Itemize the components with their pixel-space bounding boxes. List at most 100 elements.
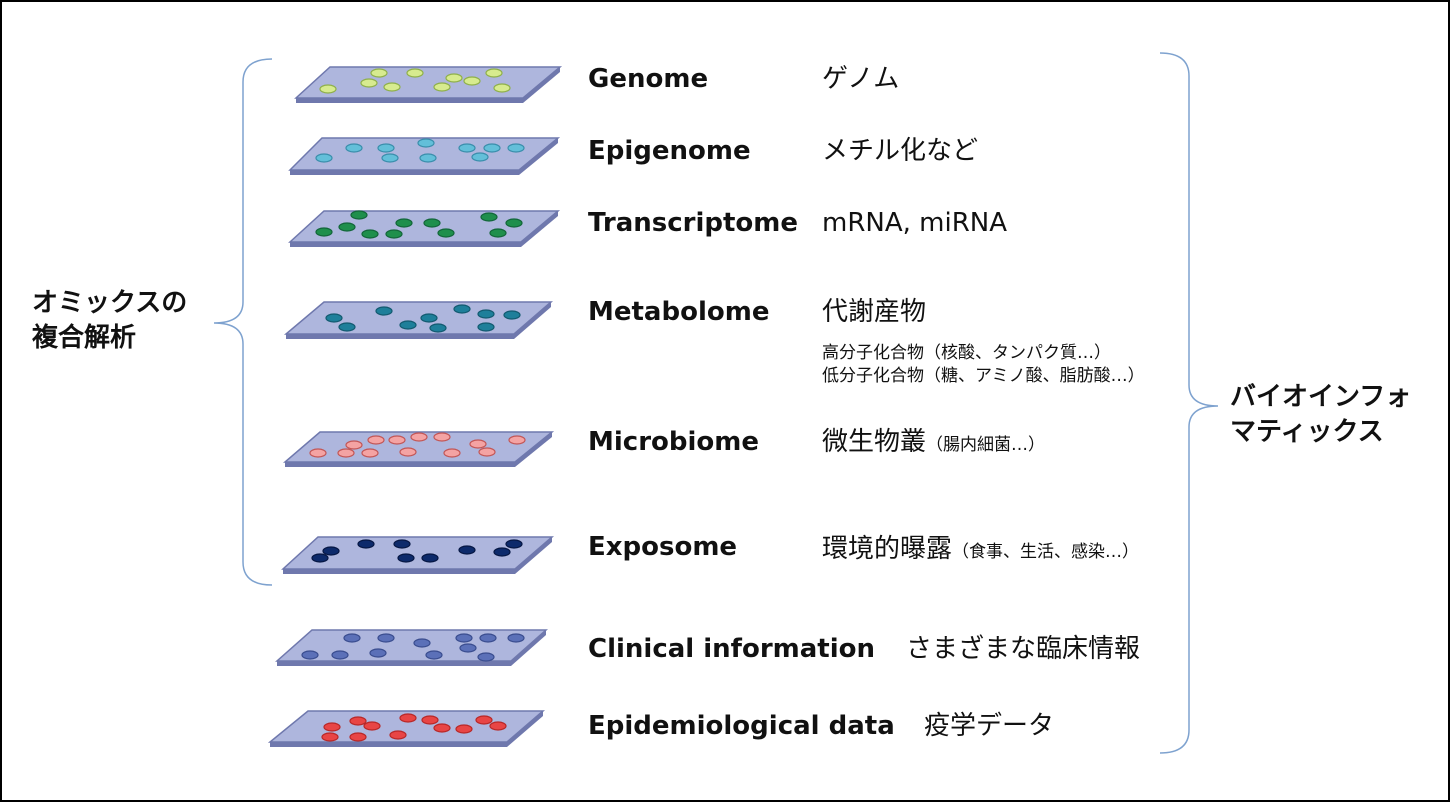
layer-name-epigenome: Epigenome (588, 136, 751, 166)
data-dot (493, 547, 511, 557)
data-dot (425, 650, 443, 660)
right-brace (1159, 52, 1219, 754)
data-dot (475, 715, 493, 725)
layer-desc-genome: ゲノム (822, 64, 900, 94)
data-dot (331, 650, 349, 660)
plate-edge (283, 569, 515, 574)
plate-side (515, 432, 552, 467)
data-dot (338, 222, 356, 232)
data-dot (480, 212, 498, 222)
plate-edge (296, 98, 523, 103)
plate-edge (285, 462, 515, 467)
plate-side (521, 211, 558, 247)
data-dot (350, 210, 368, 220)
data-dot (370, 68, 388, 78)
data-dot (421, 553, 439, 563)
plate-edge (277, 661, 511, 666)
layer-desc-epigenome: メチル化など (822, 136, 979, 166)
data-dot (493, 83, 511, 93)
data-dot (388, 435, 406, 445)
layer-desc-microbiome: 微生物叢（腸内細菌…） (822, 427, 1046, 457)
plate-edge (290, 170, 519, 175)
data-dot (508, 435, 526, 445)
data-dot (479, 633, 497, 643)
metabolome-sub-note-1: 高分子化合物（核酸、タンパク質…） (822, 343, 1111, 363)
plate-side (511, 630, 546, 666)
layer-note-microbiome: （腸内細菌…） (926, 435, 1046, 455)
data-dot (443, 448, 461, 458)
data-dot (393, 539, 411, 549)
data-dot (360, 78, 378, 88)
data-dot (377, 143, 395, 153)
layer-name-transcriptome: Transcriptome (588, 208, 799, 238)
data-dot (381, 153, 399, 163)
data-dot (399, 447, 417, 457)
data-dot (367, 435, 385, 445)
data-dot (410, 432, 428, 442)
plate-side (515, 537, 552, 574)
data-dot (399, 713, 417, 723)
right-label-bioinformatics: バイオインフォ マティックス (1230, 382, 1412, 448)
data-dot (505, 218, 523, 228)
data-dot (417, 138, 435, 148)
metabolome-sub-note-2: 低分子化合物（糖、アミノ酸、脂肪酸…） (822, 365, 1145, 386)
data-dot (301, 650, 319, 660)
layer-note-exposome: （食事、生活、感染…） (952, 542, 1140, 562)
layer-desc-epidemiological: 疫学データ (924, 711, 1055, 741)
data-dot (395, 218, 413, 228)
data-dot (383, 82, 401, 92)
left-brace (213, 58, 273, 586)
data-dot (478, 447, 496, 457)
data-dot (505, 539, 523, 549)
data-dot (458, 143, 476, 153)
data-dot (433, 82, 451, 92)
data-dot (421, 715, 439, 725)
data-dot (325, 313, 343, 323)
data-dot (489, 721, 507, 731)
data-dot (477, 652, 495, 662)
plate-edge (270, 742, 507, 747)
data-dot (315, 227, 333, 237)
data-dot (477, 309, 495, 319)
data-dot (345, 143, 363, 153)
data-dot (433, 723, 451, 733)
data-dot (321, 732, 339, 742)
data-dot (503, 310, 521, 320)
data-dot (385, 229, 403, 239)
data-dot (458, 545, 476, 555)
data-dot (507, 633, 525, 643)
data-dot (477, 322, 495, 332)
layer-desc-exposome: 環境的曝露（食事、生活、感染…） (822, 534, 1140, 564)
plate-side (514, 302, 551, 339)
data-dot (319, 84, 337, 94)
data-dot (469, 439, 487, 449)
data-dot (437, 228, 455, 238)
data-dot (420, 313, 438, 323)
data-dot (507, 143, 525, 153)
data-dot (429, 323, 447, 333)
data-dot (349, 716, 367, 726)
data-dot (413, 638, 431, 648)
data-dot (343, 633, 361, 643)
data-dot (389, 730, 407, 740)
plate-side (519, 138, 558, 175)
data-dot (363, 721, 381, 731)
data-dot (369, 648, 387, 658)
data-dot (423, 218, 441, 228)
plate-side (507, 711, 543, 747)
metabolome-sub-notes: 高分子化合物（核酸、タンパク質…） 低分子化合物（糖、アミノ酸、脂肪酸…） (822, 342, 1145, 388)
plate-exposome (281, 536, 555, 570)
data-dot (463, 76, 481, 86)
data-dot (433, 432, 451, 442)
layer-name-microbiome: Microbiome (588, 427, 759, 457)
plate-edge (290, 242, 521, 247)
data-dot (485, 68, 503, 78)
data-dot (349, 732, 367, 742)
data-dot (322, 546, 340, 556)
data-dot (453, 304, 471, 314)
data-dot (445, 73, 463, 83)
plate-epidemiological-data (267, 710, 546, 743)
data-dot (345, 440, 363, 450)
